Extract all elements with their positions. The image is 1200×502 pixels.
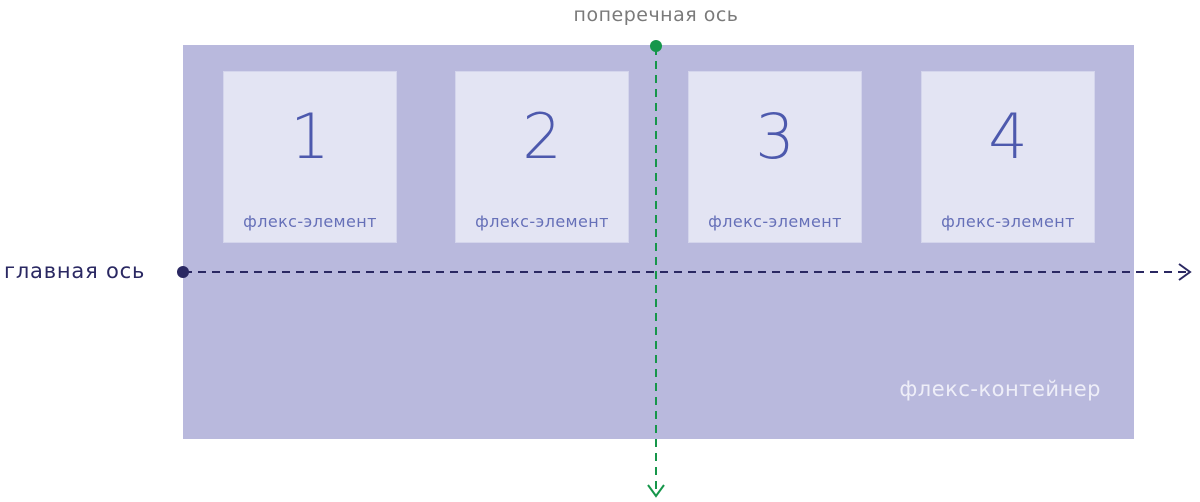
flex-item-label: флекс-элемент	[708, 212, 842, 231]
cross-axis-arrow	[647, 40, 665, 498]
flex-item-label: флекс-элемент	[243, 212, 377, 231]
flex-item-label: флекс-элемент	[475, 212, 609, 231]
main-axis-label: главная ось	[4, 259, 146, 283]
arrow-right-icon	[1178, 263, 1192, 281]
main-axis-arrow	[177, 263, 1192, 281]
cross-axis-label: поперечная ось	[573, 4, 739, 26]
flex-item-label: флекс-элемент	[941, 212, 1075, 231]
flex-container: 1 флекс-элемент 2 флекс-элемент 3 флекс-…	[183, 45, 1134, 439]
flex-item-4: 4 флекс-элемент	[921, 71, 1095, 243]
arrow-down-icon	[647, 484, 665, 498]
flex-item-3: 3 флекс-элемент	[688, 71, 862, 243]
flex-item-number: 1	[290, 100, 330, 173]
flex-item-number: 2	[522, 100, 562, 173]
flex-item-number: 3	[755, 100, 795, 173]
flex-item-1: 1 флекс-элемент	[223, 71, 397, 243]
flex-item-2: 2 флекс-элемент	[455, 71, 629, 243]
flex-container-label: флекс-контейнер	[899, 377, 1101, 401]
flex-item-number: 4	[988, 100, 1028, 173]
